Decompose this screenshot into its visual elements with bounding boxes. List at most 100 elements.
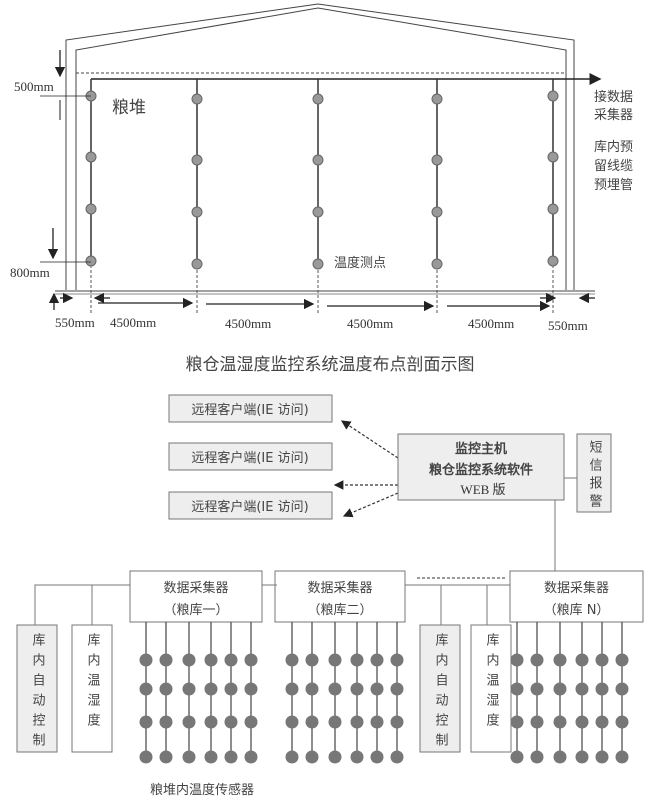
edge-right: 550mm (548, 318, 588, 333)
temperature-sensor (575, 653, 589, 667)
section-title: 粮仓温湿度监控系统温度布点剖面示图 (186, 355, 475, 375)
temperature-point (431, 258, 443, 270)
temperature-sensor (305, 715, 319, 729)
temperature-sensor (530, 653, 544, 667)
temperature-sensor (615, 715, 629, 729)
temperature-sensor (595, 715, 609, 729)
collector-links (34, 584, 510, 625)
data-collector-box (509, 570, 644, 623)
sms-alarm-box (576, 433, 612, 513)
temperature-sensor (224, 750, 238, 764)
sensor-poles (85, 79, 559, 314)
auto-control-box (419, 624, 461, 753)
temperature-point (85, 255, 97, 267)
temperature-sensor (553, 682, 567, 696)
temperature-point (191, 93, 203, 105)
sensor-label: 粮堆内温度传感器 (150, 782, 254, 798)
bottom-offset: 800mm (10, 265, 50, 280)
temperature-sensor (370, 682, 384, 696)
auto-control-box (16, 624, 58, 753)
temperature-sensor (350, 682, 364, 696)
temperature-point (191, 154, 203, 166)
temperature-sensor (510, 750, 524, 764)
temperature-sensor (553, 750, 567, 764)
pipe-label-2: 留线缆 (594, 158, 633, 174)
pile-label: 粮堆 (112, 98, 146, 118)
temperature-sensor (530, 715, 544, 729)
temperature-sensor (224, 715, 238, 729)
pipe-label-3: 预埋管 (594, 178, 633, 193)
temperature-point (312, 258, 324, 270)
temperature-sensor (370, 715, 384, 729)
temperature-point (85, 203, 97, 215)
collector-name: 数据采集器 (307, 580, 372, 596)
temperature-sensor (244, 715, 258, 729)
temperature-sensor (575, 715, 589, 729)
collector-warehouse: （粮库一） (163, 602, 228, 618)
temperature-sensor (553, 715, 567, 729)
client-1: 远程客户端(IE 访问) (191, 402, 308, 418)
temperature-sensor (204, 715, 218, 729)
temperature-sensor (390, 682, 404, 696)
temperature-sensor (510, 682, 524, 696)
temperature-sensor (159, 653, 173, 667)
temperature-sensor (350, 715, 364, 729)
data-collector-box (129, 570, 263, 623)
temperature-sensor (204, 653, 218, 667)
temperature-sensor (575, 750, 589, 764)
temperature-sensor (350, 653, 364, 667)
temperature-point (547, 151, 559, 163)
temp-humidity-box (470, 624, 512, 753)
client-boxes (168, 394, 333, 520)
spacing-2: 4500mm (225, 316, 271, 331)
host-line3: WEB 版 (460, 482, 505, 497)
collector-warehouse: （粮库二） (307, 602, 372, 618)
temperature-sensor (328, 682, 342, 696)
temperature-sensor (159, 750, 173, 764)
temperature-point (547, 255, 559, 267)
temperature-point (85, 151, 97, 163)
temperature-sensor (305, 682, 319, 696)
auto-control-label: 库内自动控制 (433, 632, 449, 753)
temperature-sensor (139, 715, 153, 729)
temperature-point (191, 206, 203, 218)
collector-label-1: 接数据 (594, 89, 633, 105)
temperature-sensor (285, 653, 299, 667)
temperature-sensor (305, 653, 319, 667)
temperature-sensor (595, 750, 609, 764)
client-links (333, 420, 399, 518)
warehouse-outline (55, 3, 602, 295)
temperature-sensor (224, 682, 238, 696)
temperature-sensor (285, 750, 299, 764)
temperature-sensor (595, 682, 609, 696)
temp-humidity-label: 库内温湿度 (85, 632, 101, 733)
temperature-sensor (139, 750, 153, 764)
temperature-sensor (285, 715, 299, 729)
temp-humidity-box (71, 624, 113, 753)
collector-label-2: 采集器 (594, 107, 633, 123)
pipe-label-1: 库内预 (594, 139, 633, 155)
temperature-sensor (530, 682, 544, 696)
temperature-sensor (159, 715, 173, 729)
host-line1: 监控主机 (455, 441, 507, 457)
collectors: 数据采集器（粮库一）数据采集器（粮库二）数据采集器（粮库 N） (129, 570, 644, 623)
auto-control-label: 库内自动控制 (30, 632, 46, 753)
temperature-sensor (182, 715, 196, 729)
temperature-sensor (182, 750, 196, 764)
temperature-sensor (350, 750, 364, 764)
temperature-sensor (204, 750, 218, 764)
temperature-point (547, 90, 559, 102)
temperature-sensor (370, 750, 384, 764)
temperature-sensor (595, 653, 609, 667)
host-line2: 粮仓监控系统软件 (429, 462, 533, 478)
temperature-sensor (139, 682, 153, 696)
measure-point-label: 温度测点 (334, 255, 386, 271)
temperature-sensor (510, 715, 524, 729)
temperature-sensor (139, 653, 153, 667)
temperature-sensor (328, 750, 342, 764)
data-collector-box (274, 570, 406, 623)
temperature-point (312, 206, 324, 218)
monitor-host-box (397, 433, 565, 501)
temperature-sensor (224, 653, 238, 667)
